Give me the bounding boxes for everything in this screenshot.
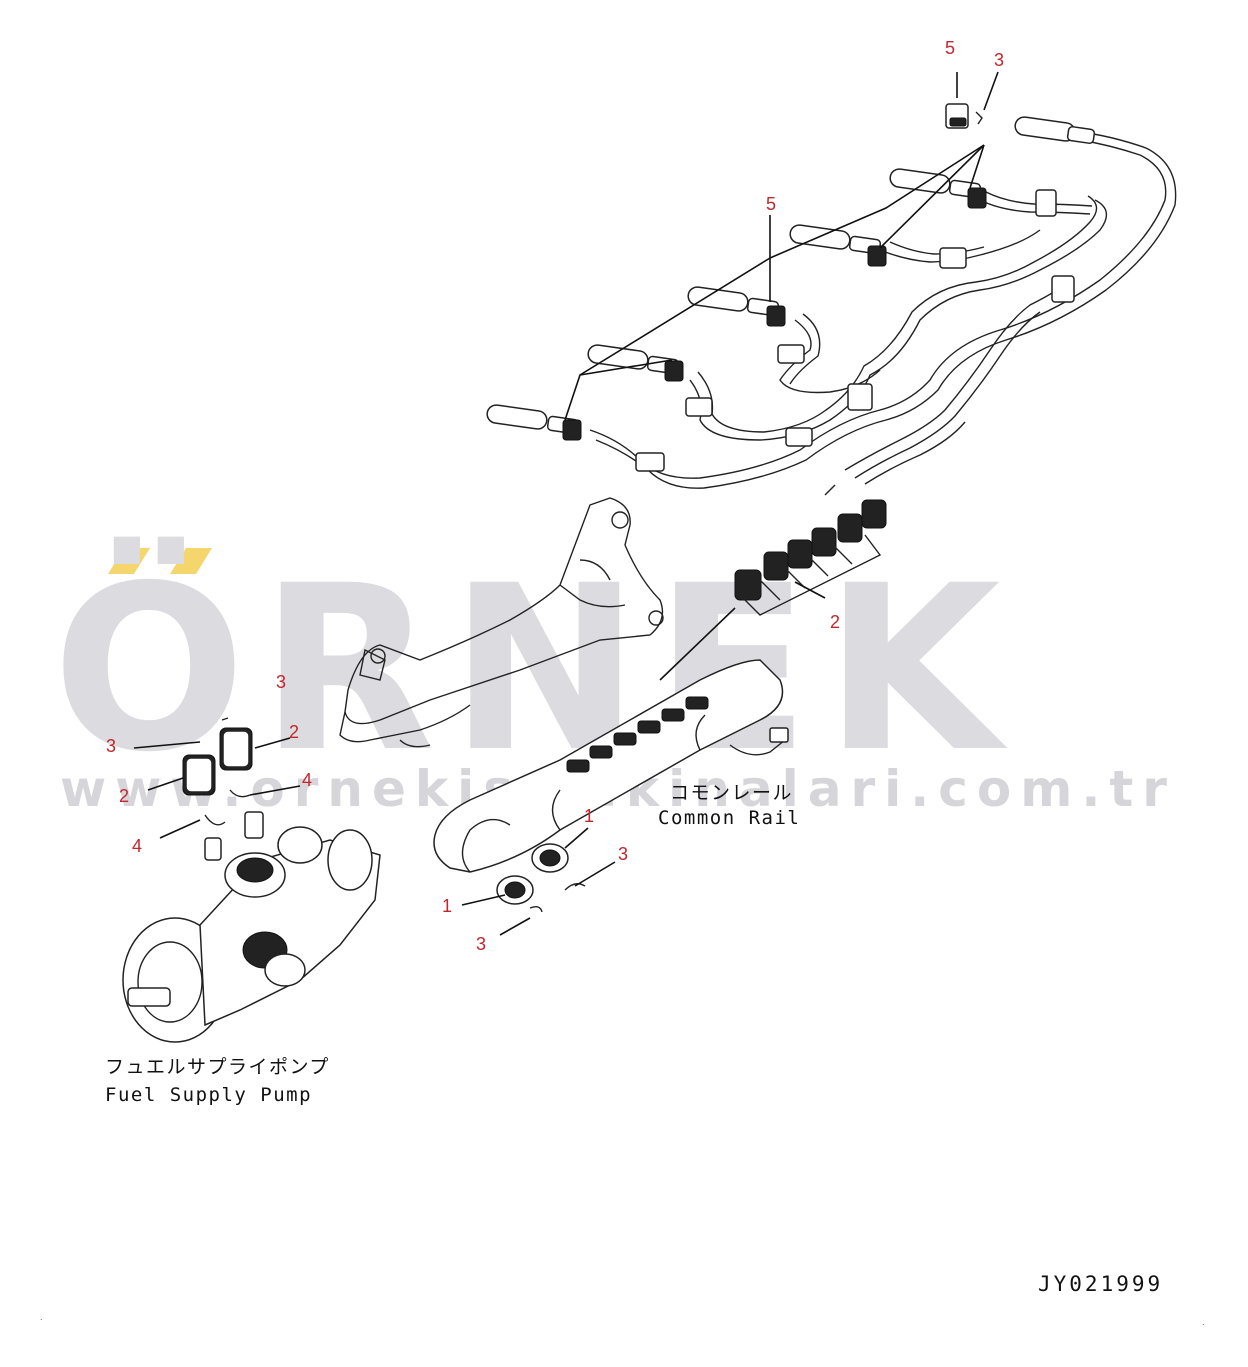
injection-lines [486, 103, 1177, 496]
label-pump-en: Fuel Supply Pump [105, 1084, 312, 1106]
callouts: 5 3 5 2 3 2 3 4 2 4 1 3 1 3 [106, 38, 1004, 954]
clamp [685, 397, 713, 417]
leader-rail-2-down [659, 607, 736, 681]
seal-parts [496, 843, 586, 913]
callout-3-pump-top: 3 [276, 672, 286, 692]
clamp [847, 383, 873, 411]
clamp [635, 452, 665, 472]
watermark-accent-left [108, 548, 150, 574]
clamp [1035, 189, 1057, 217]
callout-5-top: 5 [945, 38, 955, 58]
rail-seal-caps [734, 499, 887, 616]
callout-5-mid: 5 [766, 194, 776, 214]
nozzle-3 [687, 286, 786, 327]
callout-3-right: 3 [618, 844, 628, 864]
callout-4-pump-left: 4 [132, 836, 142, 856]
label-common-rail-en: Common Rail [658, 807, 800, 829]
nozzle-2 [587, 344, 684, 382]
callout-4-pump-right: 4 [302, 770, 312, 790]
leader-lines [133, 71, 999, 936]
callout-1-upper: 1 [584, 806, 594, 826]
fuel-supply-pump [122, 717, 381, 1043]
callout-2-pump-left: 2 [119, 786, 129, 806]
callout-2-pump-right: 2 [289, 722, 299, 742]
clamp [939, 247, 967, 269]
label-common-rail-jp: コモンレール [670, 782, 793, 804]
nozzle-6 [1014, 116, 1096, 144]
watermark-accent-right [170, 548, 212, 574]
part-labels: コモンレール Common Rail フュエルサプライポンプ Fuel Supp… [105, 782, 1163, 1296]
common-rail-assembly [339, 497, 887, 873]
callout-3-top: 3 [994, 50, 1004, 70]
label-pump-jp: フュエルサプライポンプ [105, 1056, 330, 1078]
clamp [1051, 275, 1075, 303]
corner-mark: . [40, 1313, 43, 1322]
clamp [777, 344, 805, 364]
rail-fittings [566, 696, 709, 773]
clamp [785, 427, 813, 447]
corner-mark: . [1202, 1318, 1205, 1327]
nozzle-1 [486, 404, 582, 441]
nozzle-4 [789, 224, 887, 267]
callout-3-pump-left: 3 [106, 736, 116, 756]
nozzle-5 [889, 168, 987, 209]
callout-1-lower: 1 [442, 896, 452, 916]
callout-2-rail: 2 [830, 612, 840, 632]
drawing-code: JY021999 [1038, 1272, 1163, 1296]
callout-3-lower: 3 [476, 934, 486, 954]
